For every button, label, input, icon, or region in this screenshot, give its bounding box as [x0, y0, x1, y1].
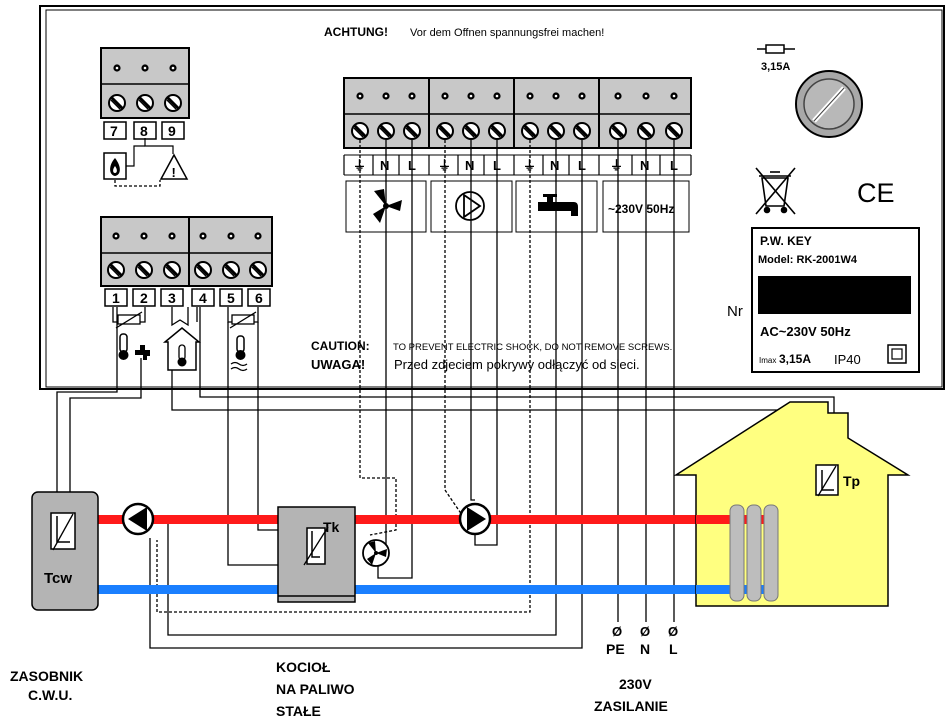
wiring [56, 140, 835, 649]
cold-pipe [98, 585, 738, 594]
boiler-caption-line1: KOCIOŁ [276, 659, 331, 675]
terminal-block-7-9 [100, 47, 190, 119]
terminal-9-label: 9 [168, 123, 176, 139]
warning-de-title: ACHTUNG! [324, 25, 388, 39]
hot-pipe [98, 515, 738, 524]
terminal-2-label: 2 [140, 290, 148, 306]
caution-pl-text: Przed zdjeciem pokrywy odłączyć od sieci… [394, 357, 640, 372]
ce-mark: CE [857, 178, 895, 208]
l-symbol: Ø [668, 624, 678, 639]
water-tap-icon [538, 194, 578, 216]
boiler [277, 506, 356, 603]
hot-water-tank [31, 491, 99, 611]
burner-flame-icon [103, 152, 127, 180]
fuse-icon [757, 44, 795, 54]
n-label: N [640, 641, 650, 657]
pin-n-cwu: N [550, 158, 559, 173]
pin-n-mains: N [640, 158, 649, 173]
terminal-numbers-top: 7 8 9 [103, 121, 185, 140]
cwu-pump-icon [121, 502, 155, 536]
terminal-4-label: 4 [199, 290, 207, 306]
pin-pe-mains: ⏚ [610, 158, 623, 173]
pin-n-pump: N [465, 158, 474, 173]
terminal-6-label: 6 [255, 290, 263, 306]
mains-label: ~230V 50Hz [608, 202, 674, 216]
boiler-caption-line2: NA PALIWO [276, 681, 355, 697]
boiler-thermometer-icon [230, 335, 248, 372]
heating-pump-icon [458, 502, 492, 536]
hot-water-tap-icon [135, 345, 150, 360]
caution-en-title: CAUTION: [311, 339, 370, 353]
terminal-7-label: 7 [110, 123, 118, 139]
fan-icon [373, 189, 402, 223]
mains-terminals: Ø Ø Ø PE N L [606, 624, 678, 657]
plate-imax-prefix: Imax [759, 356, 776, 365]
serial-number-field [758, 276, 911, 314]
plate-imax-value: 3,15A [779, 352, 811, 366]
tank-caption-line2: C.W.U. [28, 687, 72, 703]
alarm-warning-icon: ! [159, 153, 189, 180]
weee-bin-icon [755, 167, 796, 215]
label-plate: P.W. KEY Model: RK-2001W4 AC~230V 50Hz I… [751, 227, 920, 373]
tcw-label: Tcw [44, 570, 72, 587]
output-terminal-blocks [343, 77, 692, 149]
svg-text:!: ! [172, 165, 176, 180]
nr-label: Nr [727, 303, 743, 320]
pe-label: PE [606, 641, 625, 657]
tank-thermometer-icon [118, 333, 129, 360]
tk-label: Tk [323, 519, 340, 535]
fuse-rating: 3,15A [761, 61, 790, 73]
terminal-8-label: 8 [140, 123, 148, 139]
terminal-numbers-bottom: 1 2 3 4 5 6 [104, 288, 271, 307]
plate-brand: P.W. KEY [760, 234, 812, 248]
terminal-3-label: 3 [168, 290, 176, 306]
tank-caption-line1: ZASOBNIK [10, 668, 83, 684]
boiler-fan-icon [362, 539, 390, 567]
terminal-5-label: 5 [227, 290, 235, 306]
room-thermostat-house-icon [162, 327, 202, 371]
l-label: L [669, 641, 678, 657]
terminal-1-label: 1 [112, 290, 120, 306]
plate-supply: AC~230V 50Hz [760, 324, 851, 339]
boiler-caption-line3: STAŁE [276, 703, 321, 719]
tp-label: Tp [843, 473, 860, 489]
power-caption-line2: ZASILANIE [594, 698, 668, 714]
pin-n-fan: N [380, 158, 389, 173]
house-icon [673, 401, 911, 607]
warning-de-text: Vor dem Offnen spannungsfrei machen! [410, 27, 604, 39]
pump-icon [455, 191, 485, 221]
pe-symbol: Ø [612, 624, 622, 639]
n-symbol: Ø [640, 624, 650, 639]
room-sensor-tp [815, 464, 839, 497]
terminal-block-1-6 [100, 216, 273, 287]
caution-en-text: TO PREVENT ELECTRIC SHOCK, DO NOT REMOVE… [393, 342, 672, 353]
radiator-icon [729, 504, 779, 602]
plate-ip-rating: IP40 [834, 352, 861, 367]
plate-model: Model: RK-2001W4 [758, 254, 858, 266]
power-caption-line1: 230V [619, 676, 652, 692]
caution-pl-title: UWAGA! [311, 357, 365, 372]
fuse-holder-icon [795, 70, 863, 138]
